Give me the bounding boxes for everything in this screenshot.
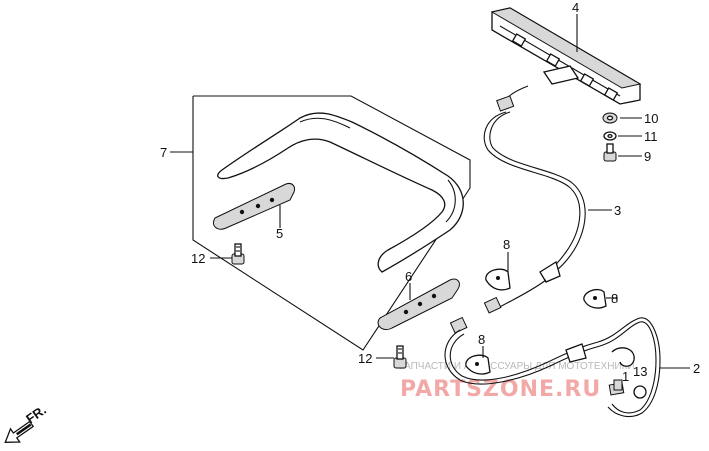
- callout-3: 3: [614, 203, 621, 218]
- mount-plate-part-5: [212, 183, 295, 230]
- bolt-part-12-upper: [231, 243, 245, 265]
- callout-8-upper: 8: [503, 237, 510, 252]
- callout-5: 5: [276, 226, 283, 241]
- bulb-part-13: [633, 385, 647, 399]
- watermark-brand: PARTSZONE.RU: [400, 377, 601, 402]
- callout-12-lower: 12: [358, 351, 372, 366]
- grab-rail-part-7: [217, 112, 464, 273]
- callout-8-lower: 8: [478, 332, 485, 347]
- callout-9: 9: [644, 149, 651, 164]
- callout-10: 10: [644, 111, 658, 126]
- clamp-part-8-a: [485, 268, 511, 291]
- mount-plate-part-6: [377, 278, 460, 331]
- callout-4: 4: [572, 0, 579, 15]
- screw-part-9: [603, 143, 617, 162]
- clamp-part-8-b: [583, 288, 607, 309]
- callout-11: 11: [644, 129, 658, 144]
- callout-13: 13: [633, 364, 647, 379]
- callout-12-upper: 12: [191, 251, 205, 266]
- front-direction-indicator: FR.: [4, 402, 49, 443]
- watermark-tagline: ЗАПЧАСТИ И АКСЕССУАРЫ ДЛЯ МОТОТЕХНИКИ: [398, 361, 635, 372]
- socket-part-1: [613, 379, 623, 391]
- group-frame-7: [192, 95, 471, 351]
- callouts: 4 7 5 6 3 12 12 8 8 8 10 11 9 2 1 13: [160, 0, 700, 384]
- callout-2: 2: [693, 361, 700, 376]
- leader-lines: [170, 14, 690, 369]
- nut-part-10: [602, 112, 618, 124]
- callout-1: 1: [622, 369, 629, 384]
- harness-part-3: [483, 85, 586, 314]
- arrow-icon: [4, 420, 35, 443]
- bolt-part-12-lower: [393, 345, 407, 369]
- callout-8-right: 8: [611, 291, 618, 306]
- clamp-part-8-c: [465, 354, 491, 375]
- callout-6: 6: [405, 269, 412, 284]
- washer-part-11: [603, 131, 617, 141]
- stop-light-part-4: [490, 7, 642, 105]
- watermark: ЗАПЧАСТИ И АКСЕССУАРЫ ДЛЯ МОТОТЕХНИКИ PA…: [398, 361, 635, 402]
- callout-7: 7: [160, 145, 167, 160]
